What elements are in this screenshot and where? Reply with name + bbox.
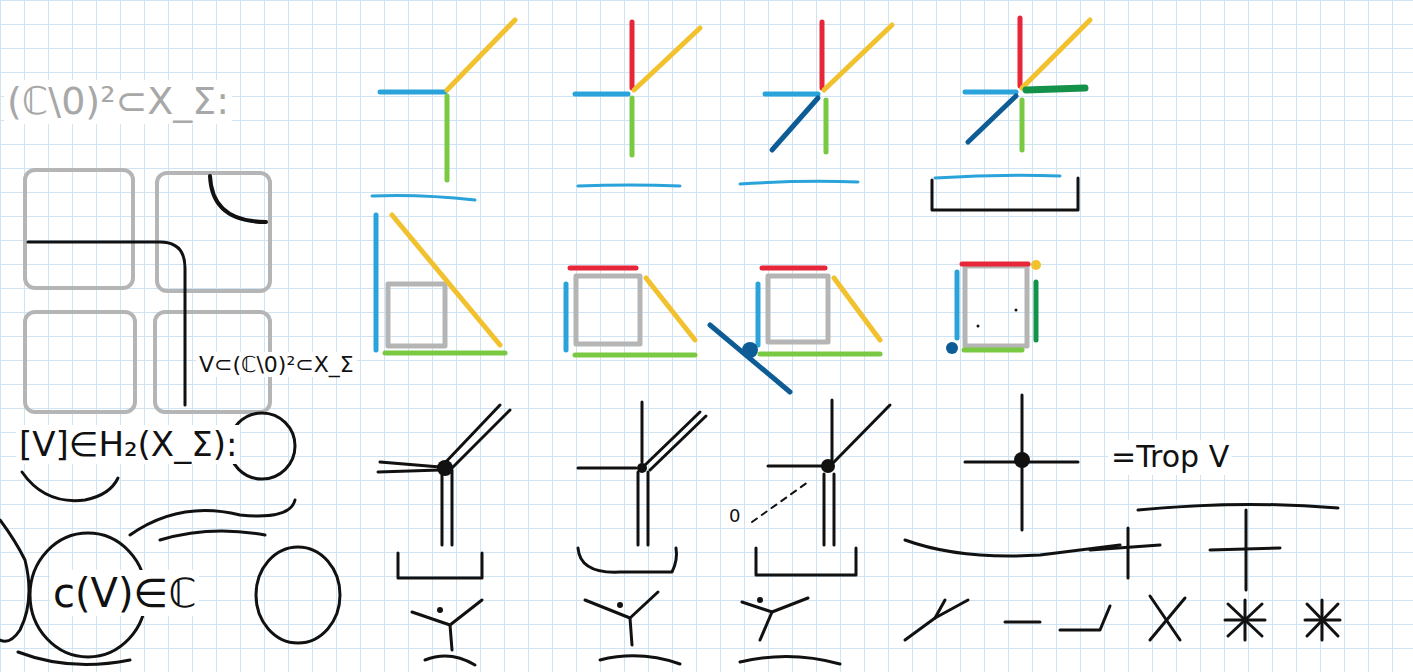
doodles: [0, 413, 340, 665]
trop-label: =Trop V: [1108, 440, 1232, 475]
fans: [372, 18, 1090, 210]
small-curves: [412, 592, 1340, 665]
tropical-curves: [378, 395, 1338, 590]
polygons: [376, 215, 1036, 392]
grey-note: (ℂ\0)²⊂X_Σ:: [4, 80, 232, 124]
homology-note: [V]∈H₂(X_Σ):: [16, 425, 240, 464]
origin-label: 0: [726, 506, 743, 527]
inclusion-note: V⊂(ℂ\0)²⊂X_Σ: [196, 352, 357, 377]
count-note: c(V)∈ℂ: [50, 570, 199, 616]
